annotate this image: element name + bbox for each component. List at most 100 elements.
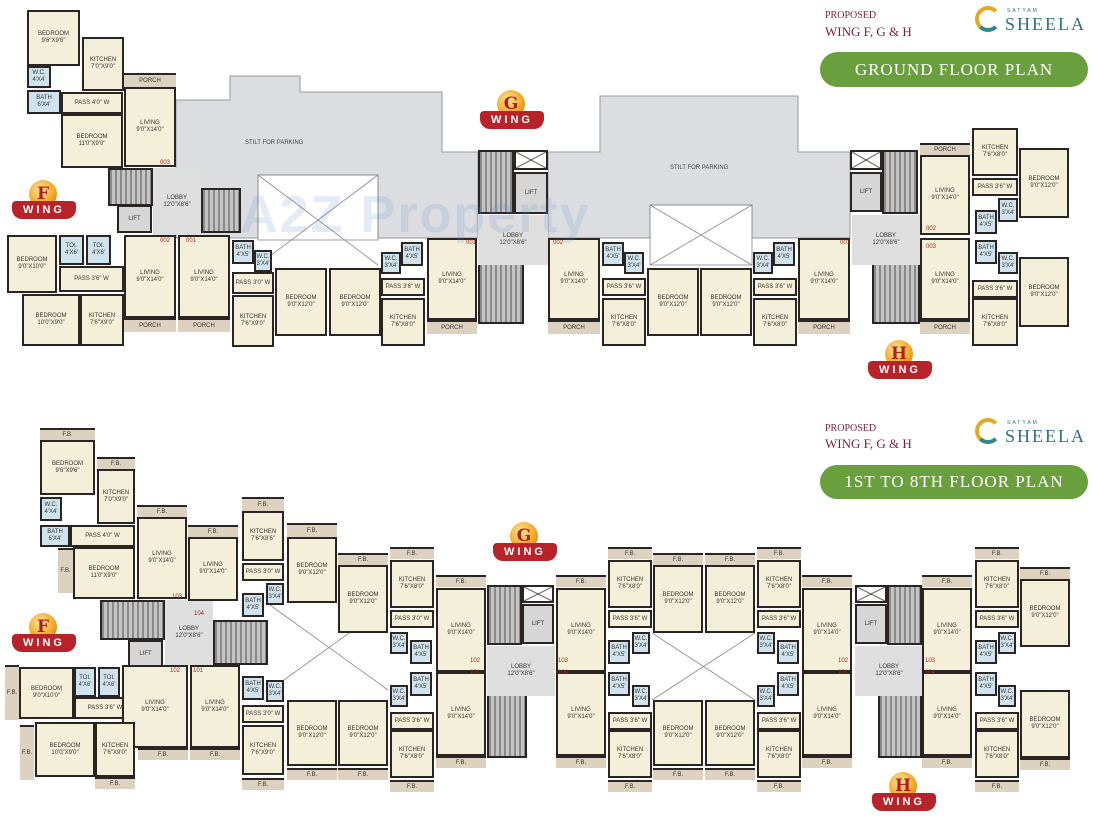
room-label: LIVING — [152, 551, 172, 557]
room-size: 4'X5' — [979, 652, 993, 658]
room-label: BEDROOM — [662, 592, 694, 598]
room-label: F.B. — [306, 771, 318, 778]
room-size: 12'0"X8'6" — [499, 240, 527, 246]
room-f-b: F.B. — [608, 780, 652, 792]
room-f-b: F.B. — [608, 547, 652, 559]
room-label: BEDROOM — [1029, 606, 1061, 612]
room-pass-w: PASS 3'6" W — [390, 712, 434, 730]
room-f-b: F.B. — [390, 547, 434, 559]
room-size: 3'X4' — [392, 696, 406, 702]
sheela-logo: SATYAM SHEELA — [975, 416, 1094, 450]
room-f-b: F.B. — [188, 525, 238, 537]
room-label: PASS 3'6" W — [612, 717, 648, 724]
duct-shaft — [855, 585, 887, 603]
room-size: 10'0"X9'0" — [51, 749, 79, 756]
room-label: KITCHEN — [983, 577, 1011, 583]
room-label: W.C. — [384, 256, 398, 262]
room-label: W.C. — [759, 636, 773, 642]
room-w-c: W.C.3'X4' — [753, 252, 773, 274]
room-label: F.B. — [1039, 570, 1051, 577]
room-w-c: W.C.4'X4' — [40, 497, 62, 521]
room-size: 4'X6' — [78, 682, 92, 688]
room-size: 9'0"X14'0" — [567, 714, 595, 720]
room-label: W.C. — [268, 587, 282, 593]
room-label: LIVING — [817, 707, 837, 713]
room-size: 4'X6' — [102, 682, 116, 688]
room-label: LIVING — [571, 623, 591, 629]
room-size: 3'X4' — [756, 263, 770, 269]
room-pass-w: PASS 3'6" W — [381, 278, 425, 296]
room-label: LIVING — [194, 269, 214, 276]
room-label: LIVING — [442, 272, 462, 278]
room-label: F.B. — [156, 508, 168, 515]
room-size: 7'6"X8'0" — [400, 754, 424, 760]
room-size: 12'0"X8'6" — [507, 671, 535, 677]
room-label: W.C. — [44, 502, 58, 508]
room-label: BATH — [47, 529, 63, 535]
room-label: F.B. — [62, 431, 73, 438]
room-size: 4'X5' — [781, 684, 795, 690]
room-w-c: W.C.4'X4' — [27, 66, 51, 88]
room-label: KITCHEN — [89, 57, 117, 63]
plan-title: GROUND FLOOR PLAN — [820, 52, 1088, 87]
room-w-c: W.C.3'X4' — [624, 252, 644, 274]
room-label: PASS 3'6" W — [612, 615, 648, 622]
room-size: 9'6"X9'6" — [55, 467, 80, 474]
room-label: W.C. — [634, 636, 648, 642]
room-label: BEDROOM — [714, 592, 746, 598]
room-f-b: F.B. — [97, 457, 135, 469]
room-label: KITCHEN — [616, 577, 644, 583]
room-label: PASS 3'6" W — [87, 704, 123, 711]
room-size: 12'0"X8'6" — [175, 633, 203, 639]
room-label: W.C. — [32, 70, 46, 76]
room-label: BEDROOM — [296, 563, 328, 569]
room-label: W.C. — [634, 689, 648, 695]
room-label: PORCH — [441, 324, 463, 331]
room-w-c: W.C.3'X4' — [390, 685, 408, 707]
room-w-c: W.C.3'X4' — [632, 685, 650, 707]
room-label: BATH — [978, 245, 994, 251]
room-size: 9'0"X10'0" — [32, 693, 61, 699]
room-label: BEDROOM — [1029, 717, 1061, 723]
room-label: BATH — [245, 681, 261, 687]
room-size: 9'0"X12'0" — [716, 599, 744, 605]
room-label: BATH — [776, 247, 792, 253]
room-label: BEDROOM — [88, 566, 120, 572]
wings-title: WING F, G & H — [825, 24, 912, 39]
room-f-b: F.B. — [436, 575, 486, 587]
room-lift: LIFT — [850, 172, 882, 212]
room-size: 7'6"X8'0" — [767, 584, 791, 590]
room-label: F.B. — [455, 759, 467, 766]
logo-name: SHEELA — [1005, 14, 1086, 34]
room-label: BEDROOM — [1028, 285, 1060, 291]
room-label: PASS 3'0" W — [394, 615, 430, 622]
room-size: 9'0"X14'0" — [933, 630, 961, 636]
room-label: BATH — [605, 247, 621, 253]
room-label: F.B. — [21, 750, 33, 756]
room-pass-w: PASS 3'6" W — [975, 712, 1019, 730]
room-size: 9'0"X14'0" — [560, 279, 588, 285]
room-pass-w: PASS 3'6" W — [757, 610, 801, 628]
room-label: F.B. — [941, 578, 953, 585]
room-f-b: F.B. — [802, 575, 852, 587]
room-size: 12'0"X8'6" — [163, 201, 191, 208]
room-size: 9'0"X14'0" — [567, 630, 595, 636]
room-label: BEDROOM — [37, 31, 69, 37]
room-label: PORCH — [193, 322, 215, 329]
